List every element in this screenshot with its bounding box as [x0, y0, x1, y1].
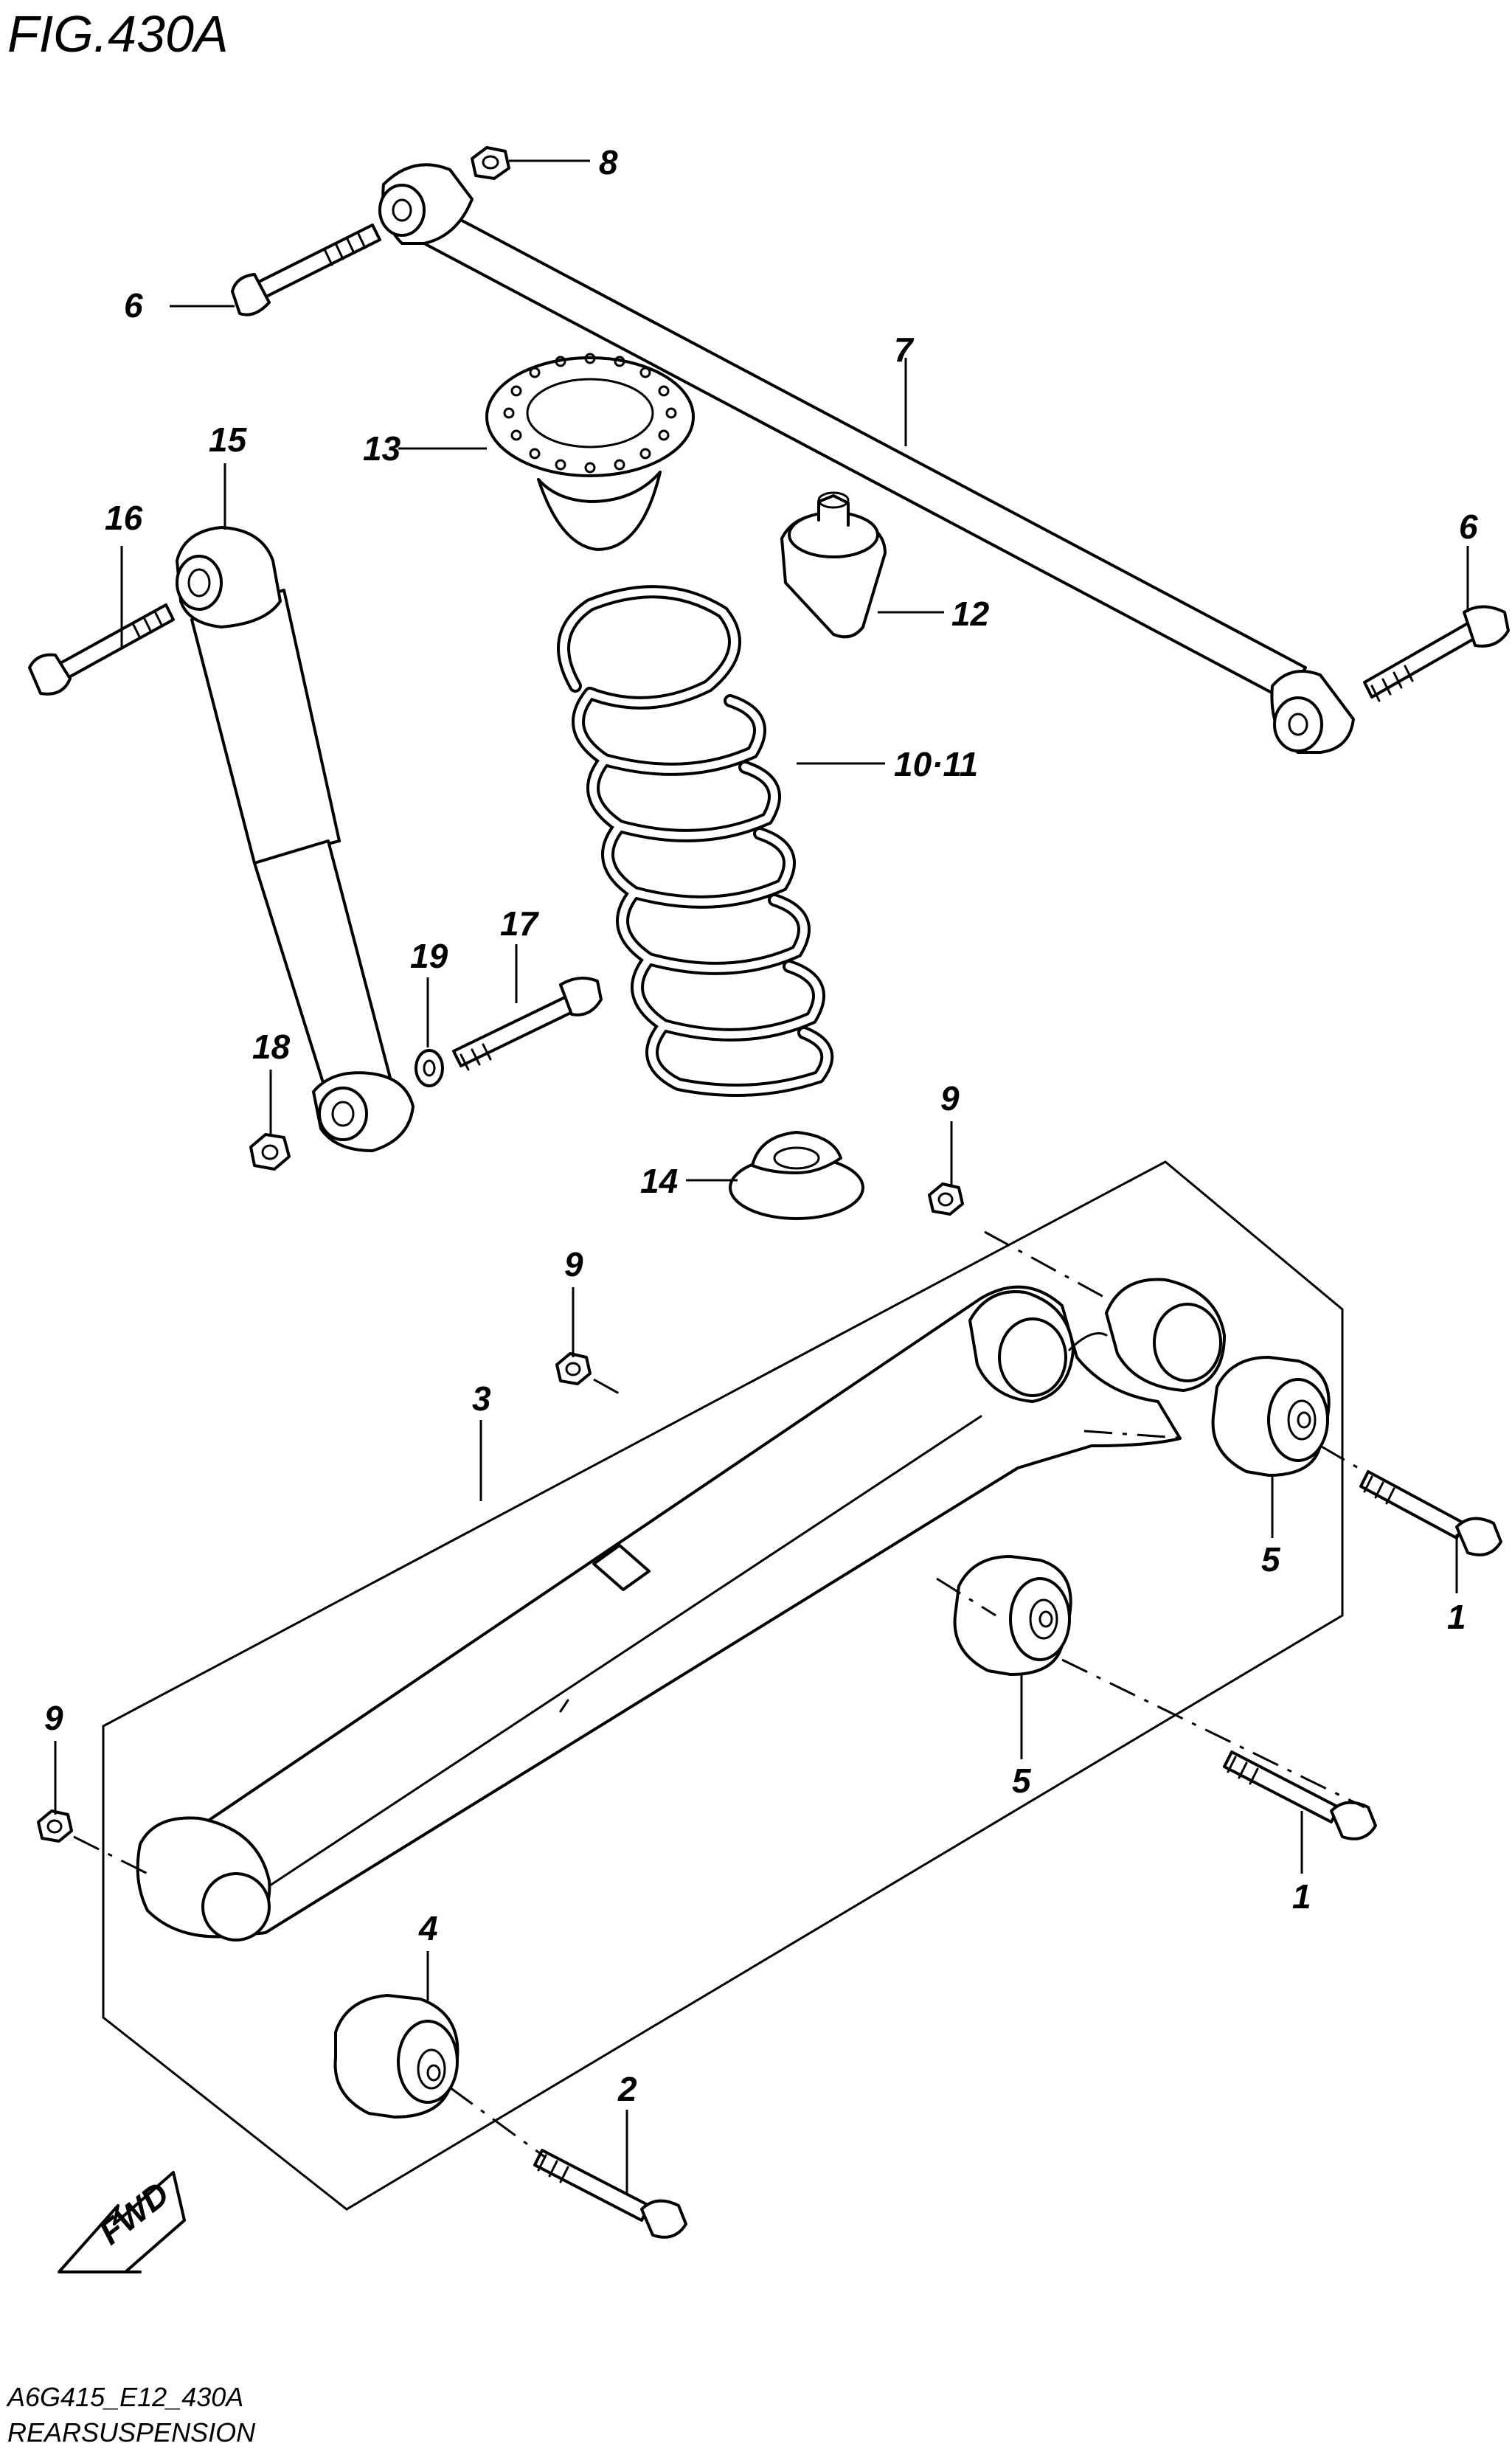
nut-9-left [37, 1809, 73, 1843]
nut-9-right [928, 1182, 964, 1216]
figure-code: A6G415_E12_430A [6, 2382, 243, 2412]
spring-seat-14 [729, 1131, 864, 1220]
callout-3: 3 [472, 1379, 491, 1418]
callout-9-right: 9 [940, 1079, 960, 1118]
callout-19: 19 [410, 937, 448, 975]
assembly-outline [102, 1160, 1344, 2211]
callout-9-left: 9 [44, 1699, 63, 1737]
figure-subtitle: REARSUSPENSION [7, 2417, 256, 2448]
coil-spring-outline [560, 588, 831, 1094]
bolt-1-lower [1223, 1750, 1377, 1840]
callout-1-lower: 1 [1292, 1877, 1311, 1916]
bolt-6-upper [231, 224, 381, 316]
callout-2: 2 [617, 2070, 637, 2108]
callout-8: 8 [599, 143, 618, 181]
callout-5-upper: 5 [1261, 1540, 1281, 1579]
callout-6-upper: 6 [124, 286, 143, 325]
assembly-axis-lines [73, 1230, 1365, 2159]
callout-1-upper: 1 [1447, 1598, 1466, 1636]
bushing-5-lower [953, 1555, 1072, 1676]
washer-19-hole [423, 1059, 436, 1077]
callout-5-lower: 5 [1012, 1762, 1032, 1800]
callout-4: 4 [418, 1909, 438, 1947]
lateral-rod [378, 163, 1355, 754]
figure-title: FIG.430A [7, 5, 229, 63]
bolt-17 [452, 977, 603, 1071]
callout-18: 18 [252, 1028, 291, 1066]
callout-17: 17 [500, 904, 540, 943]
callout-10-11: 10·11 [894, 745, 978, 783]
nut-18 [249, 1133, 291, 1171]
callout-9-middle: 9 [564, 1245, 583, 1284]
callout-6-right: 6 [1459, 508, 1478, 546]
callout-7: 7 [894, 330, 915, 369]
bolt-1-upper [1359, 1470, 1502, 1556]
bolt-2 [533, 2149, 687, 2239]
washer-19 [415, 1049, 444, 1087]
callout-15: 15 [209, 420, 248, 459]
fwd-arrow: FWD [58, 2171, 186, 2273]
callout-12: 12 [951, 595, 990, 633]
bushing-5-upper [1211, 1356, 1331, 1477]
bolt-6-right [1363, 605, 1510, 702]
shock-absorber-15 [176, 526, 415, 1152]
callout-leaders [54, 159, 1469, 2195]
spring-seat-13 [485, 353, 695, 551]
callout-14: 14 [640, 1162, 678, 1200]
bolt-16 [28, 603, 175, 696]
trailing-arm-3 [136, 1278, 1226, 1941]
coil-spring-10-11 [557, 585, 834, 1097]
nut-8 [471, 146, 510, 180]
bump-stopper-12 [780, 491, 887, 639]
callout-13: 13 [363, 429, 401, 468]
bushing-4 [333, 1994, 460, 2119]
callout-16: 16 [105, 499, 143, 537]
nut-9-middle [555, 1352, 592, 1385]
